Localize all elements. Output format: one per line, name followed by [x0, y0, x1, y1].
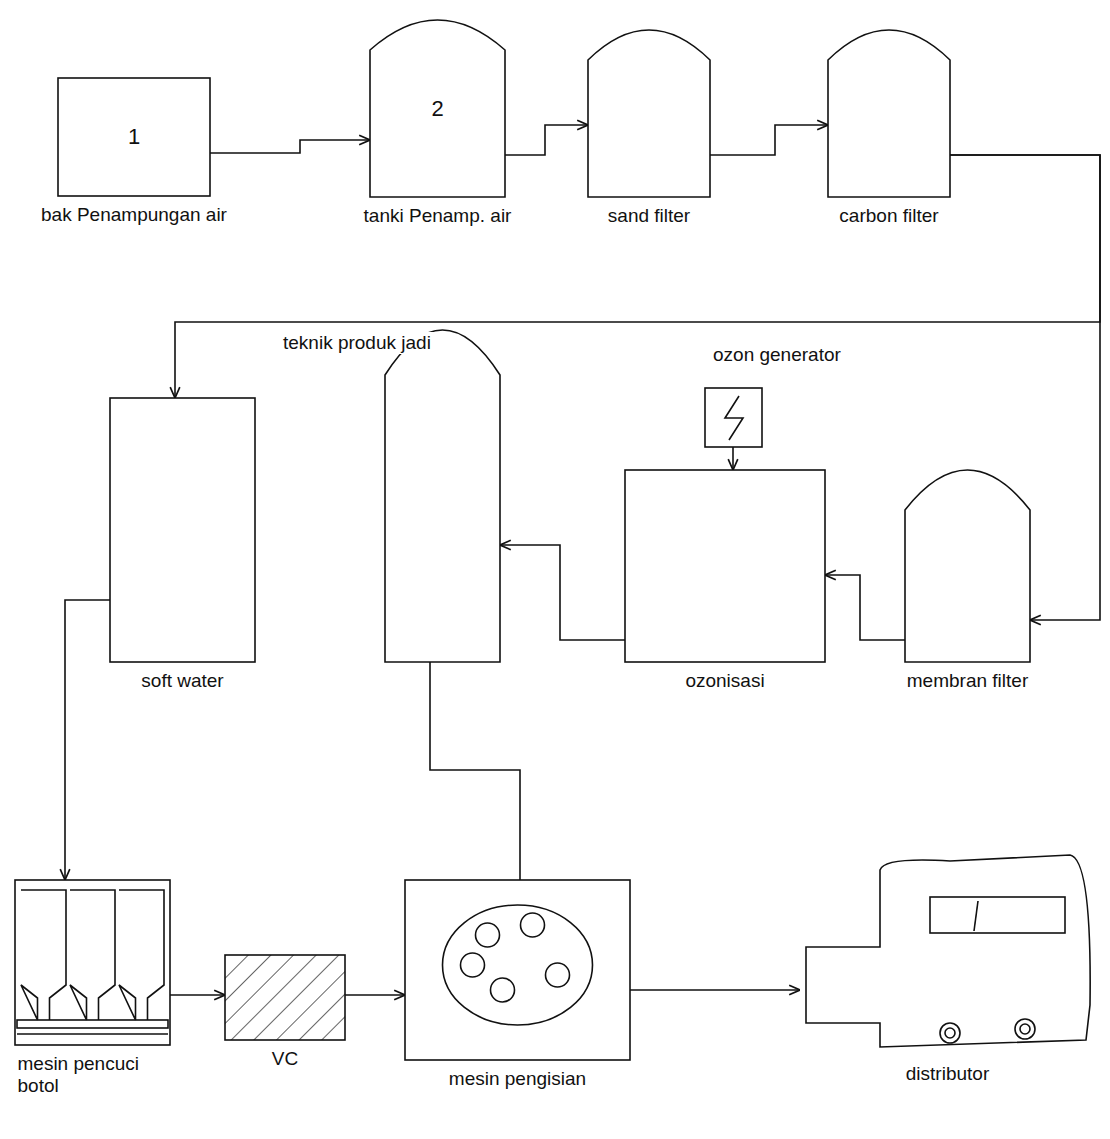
- callout-number: 1: [128, 124, 140, 149]
- node-caption: membran filter: [907, 670, 1028, 692]
- node-caption: mesin pencuci botol: [18, 1053, 168, 1097]
- ozonation-box-outline: [625, 470, 825, 662]
- membrane-filter-tank-outline: [905, 470, 1030, 662]
- flow-arrow: [505, 125, 588, 155]
- node-caption: tanki Penamp. air: [364, 205, 512, 227]
- ozonation-box: ozonisasi: [625, 470, 825, 662]
- product-tank: [385, 330, 500, 662]
- soft-water-box: soft water: [110, 398, 255, 662]
- node-caption: bak Penampungan air: [41, 204, 227, 226]
- flow-arrow: [825, 575, 905, 640]
- soft-water-box-outline: [110, 398, 255, 662]
- bottle-washer: mesin pencuci botol: [15, 880, 170, 1045]
- basin-box: 1bak Penampungan air: [58, 78, 210, 196]
- ozone-generator-outline: [705, 388, 762, 447]
- flow-arrow: [345, 994, 405, 996]
- flow-arrow: [630, 989, 800, 991]
- flow-arrow: [65, 600, 110, 880]
- bottle-washer-outline: [15, 880, 170, 1045]
- flow-arrow: [430, 662, 520, 880]
- storage-tank: 2tanki Penamp. air: [370, 20, 505, 197]
- ozone-generator: ozon generator: [705, 388, 762, 447]
- flow-arrow: [732, 447, 734, 470]
- filling-machine: mesin pengisian: [405, 880, 630, 1060]
- flow-arrow: [710, 125, 828, 155]
- membrane-filter-tank: membran filter: [905, 470, 1030, 662]
- carbon-filter-tank: carbon filter: [828, 30, 950, 197]
- callout-number: 2: [431, 96, 443, 121]
- product-tank-outline: [385, 330, 500, 662]
- flow-arrow: [500, 545, 625, 640]
- node-caption: ozonisasi: [685, 670, 764, 692]
- delivery-van: distributor: [800, 855, 1095, 1055]
- node-caption: VC: [272, 1048, 298, 1070]
- flow-arrow: [210, 140, 370, 153]
- filling-machine-outline: [405, 880, 630, 1060]
- node-caption: soft water: [141, 670, 223, 692]
- node-caption: ozon generator: [713, 344, 841, 366]
- vc-box: VC: [225, 955, 345, 1040]
- flow-arrow: [170, 994, 225, 996]
- carbon-filter-tank-outline: [828, 30, 950, 197]
- node-caption: distributor: [906, 1063, 989, 1085]
- node-caption: carbon filter: [839, 205, 938, 227]
- sand-filter-tank-outline: [588, 30, 710, 197]
- edge-label: teknik produk jadi: [280, 332, 434, 354]
- delivery-van-outline: [800, 855, 1095, 1055]
- node-caption: sand filter: [608, 205, 690, 227]
- node-caption: mesin pengisian: [449, 1068, 586, 1090]
- vc-box-outline: [225, 955, 345, 1040]
- sand-filter-tank: sand filter: [588, 30, 710, 197]
